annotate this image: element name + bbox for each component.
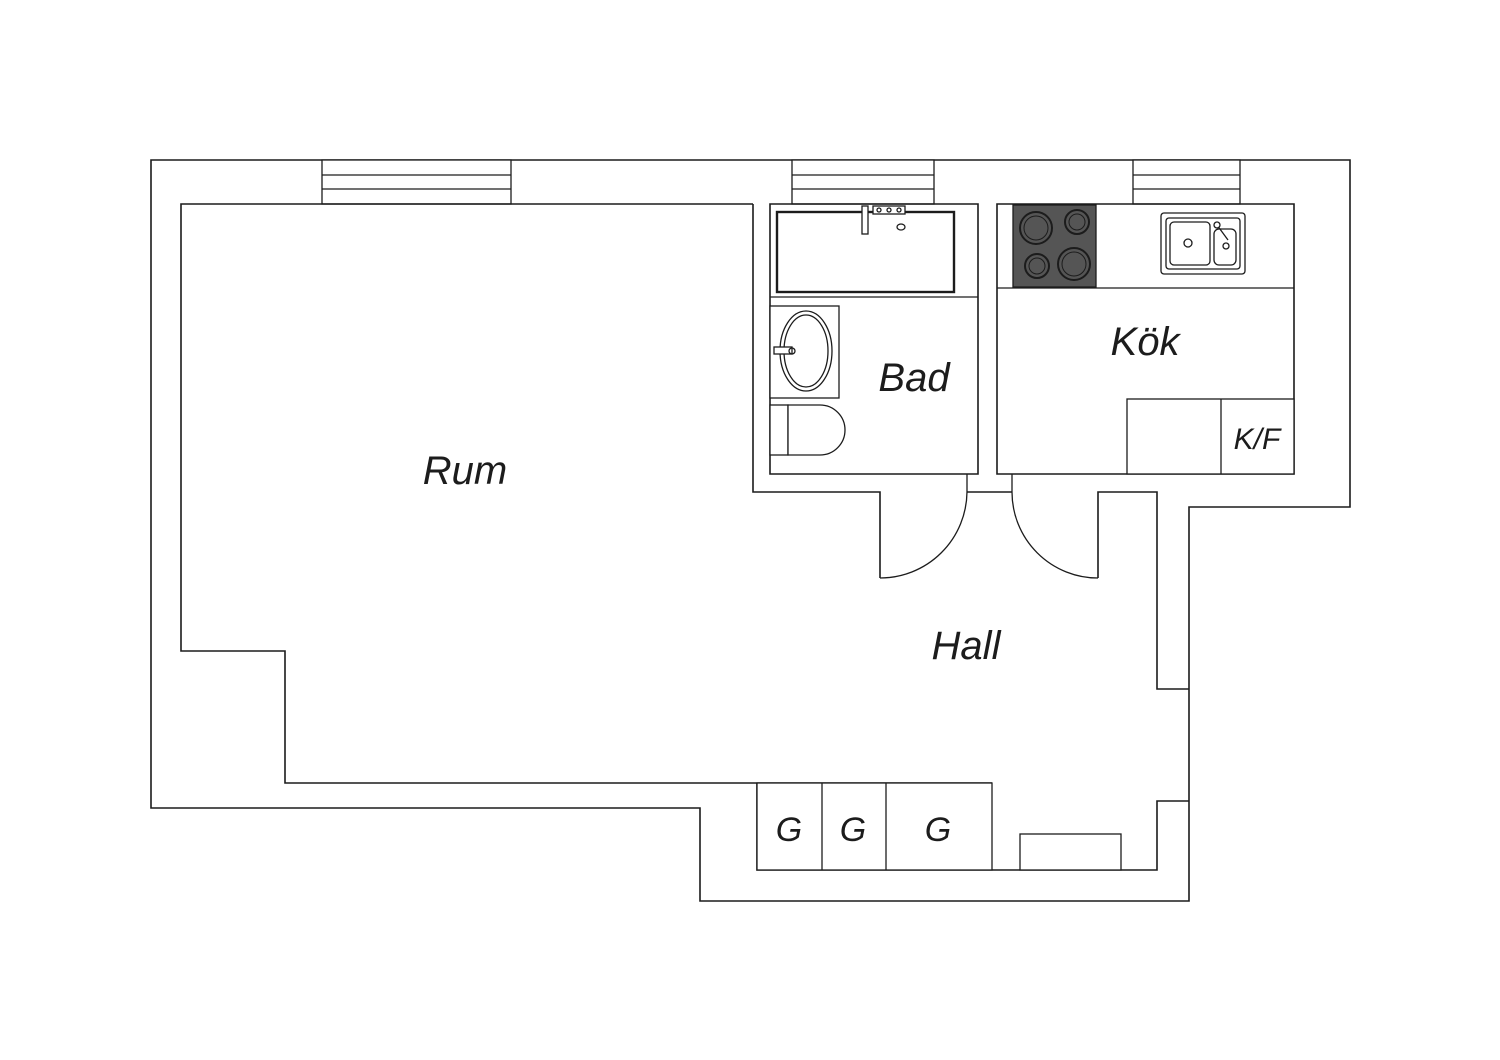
kitchen-sink bbox=[1160, 212, 1246, 275]
window-rum bbox=[321, 159, 512, 205]
rum-hall-inner-wall bbox=[180, 203, 992, 784]
wardrobes bbox=[756, 782, 993, 871]
room-label-rum: Rum bbox=[423, 449, 507, 493]
fridge-freezer bbox=[1126, 398, 1295, 475]
window-kok bbox=[1132, 159, 1241, 205]
label-kf: K/F bbox=[1234, 423, 1282, 456]
bath-drain bbox=[896, 223, 906, 231]
label-wardrobe-3: G bbox=[925, 811, 951, 849]
label-wardrobe-1: G bbox=[776, 811, 802, 849]
door-bad[interactable] bbox=[879, 474, 968, 579]
bath-faucet bbox=[872, 205, 906, 215]
rum-bad-wall bbox=[752, 204, 881, 578]
room-label-bad: Bad bbox=[878, 356, 951, 400]
outer-wall bbox=[150, 159, 1351, 902]
toilet bbox=[769, 404, 846, 456]
room-label-hall: Hall bbox=[932, 624, 1002, 668]
bathtub bbox=[775, 210, 956, 294]
washbasin bbox=[769, 305, 840, 399]
window-bad bbox=[791, 159, 935, 205]
door-kok[interactable] bbox=[1011, 474, 1099, 579]
hall-shelf bbox=[1019, 833, 1122, 871]
label-wardrobe-2: G bbox=[840, 811, 866, 849]
stove bbox=[1012, 204, 1097, 288]
kok-hall-wall bbox=[1097, 491, 1189, 690]
room-label-kok: Kök bbox=[1111, 320, 1182, 364]
